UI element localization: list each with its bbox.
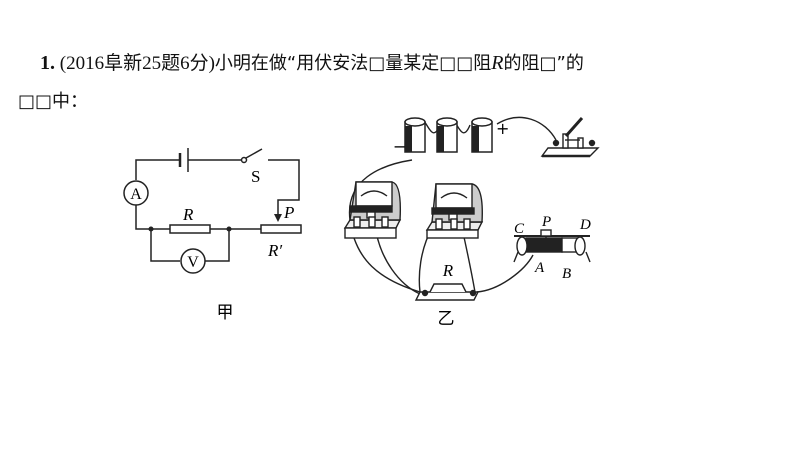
rheostat-symbol [260, 224, 302, 234]
wire-left-bottom [135, 205, 170, 230]
ammeter-label: A [130, 186, 142, 203]
rheostat-terminal-A: A [534, 260, 545, 276]
junction-right [226, 226, 232, 232]
question-text-part2: 的阻□”的 [503, 53, 584, 74]
battery-minus-label: − [393, 137, 406, 156]
switch-pivot [240, 156, 248, 164]
figure-jia-caption: 甲 [217, 303, 234, 323]
battery-pack [404, 117, 493, 153]
voltmeter-device [425, 183, 484, 239]
rheostat-device [513, 229, 591, 263]
slider-P-label: P [283, 203, 294, 222]
resistor-R-symbol [169, 224, 211, 234]
resistor-R-board-label: R [442, 261, 454, 280]
figure-yi-caption: 乙 [438, 309, 455, 329]
battery-plus-label: + [496, 119, 509, 138]
rheostat-terminal-B: B [562, 266, 571, 282]
question-number-dot: . [50, 52, 55, 74]
switch-blade [245, 148, 263, 159]
wire-top-left [135, 159, 180, 180]
rheostat-terminal-D: D [579, 217, 591, 233]
battery-cell [404, 117, 426, 153]
question-text-part1: 小明在做“用伏安法□量某定□□阻 [214, 53, 492, 74]
rheostat-label: R′ [267, 241, 282, 260]
wire-right [268, 159, 300, 216]
knife-switch [540, 117, 600, 158]
slider-arrow [274, 214, 282, 222]
voltmeter-label: V [187, 254, 199, 271]
variable-R: R [491, 52, 504, 74]
voltmeter-wire-right [205, 229, 230, 262]
rheostat-slider-P: P [541, 214, 551, 230]
question-number: 1 [40, 52, 50, 74]
ammeter-device [343, 181, 402, 239]
wire-R-to-rheostat [476, 254, 534, 293]
voltmeter-wire-left [150, 229, 180, 262]
battery-cell [471, 117, 493, 153]
question-line-2: □□中： [18, 91, 89, 112]
resistor-R-label: R [182, 205, 194, 224]
switch-label: S [251, 167, 260, 186]
question-line-1: 1. (2016阜新25题6分)小明在做“用伏安法□量某定□□阻R的阻□”的 [40, 50, 584, 77]
circuit-diagram-jia [123, 148, 302, 274]
wire-battery-to-switch [496, 116, 557, 141]
question-source: (2016阜新25题6分) [59, 53, 215, 74]
rheostat-terminal-C: C [514, 221, 525, 237]
resistor-R-board [414, 283, 480, 301]
junction-left [148, 226, 154, 232]
battery-cell [436, 117, 458, 153]
